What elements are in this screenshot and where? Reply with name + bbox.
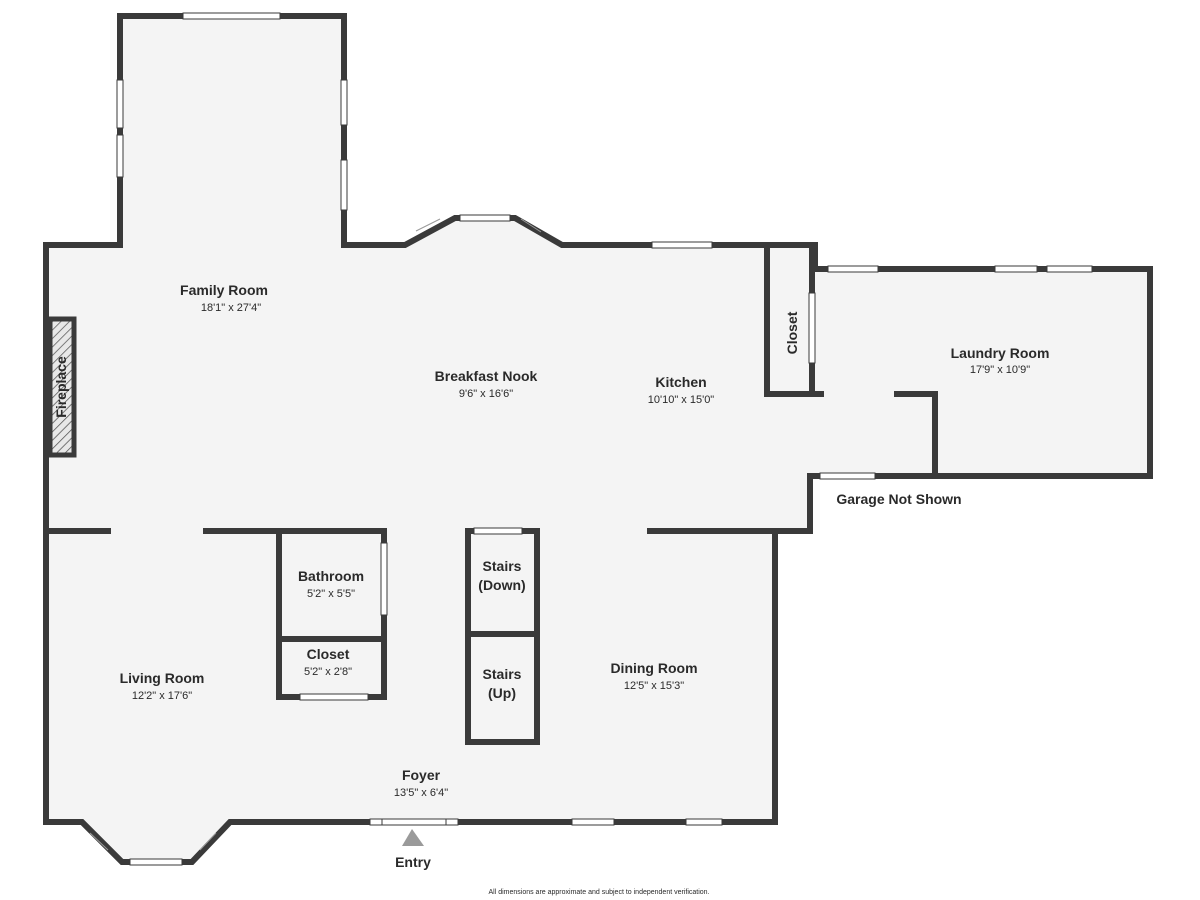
laundry-room-dim: 17'9" x 10'9"	[970, 364, 1030, 376]
living-room-dim: 12'2" x 17'6"	[132, 690, 192, 702]
living-room-name: Living Room	[120, 670, 205, 686]
disclaimer: All dimensions are approximate and subje…	[488, 889, 709, 896]
closet-kitchen-label: Closet	[784, 311, 800, 354]
stairs-up-label-2: (Up)	[488, 685, 516, 701]
garage-label: Garage Not Shown	[836, 491, 961, 507]
dining-room-name: Dining Room	[610, 660, 697, 676]
entry-arrow-icon	[402, 829, 424, 846]
family-room-dim: 18'1" x 27'4"	[201, 302, 261, 314]
fireplace-shape	[47, 316, 77, 458]
stairs-down-label-2: (Down)	[478, 577, 525, 593]
kitchen-dim: 10'10" x 15'0"	[648, 394, 715, 406]
bathroom-name: Bathroom	[298, 568, 364, 584]
room-labels: Family Room 18'1" x 27'4" Breakfast Nook…	[53, 282, 1049, 896]
closet-small-dim: 5'2" x 2'8"	[304, 666, 352, 678]
foyer-dim: 13'5" x 6'4"	[394, 787, 448, 799]
laundry-room-name: Laundry Room	[951, 345, 1050, 361]
breakfast-nook-dim: 9'6" x 16'6"	[459, 388, 513, 400]
entry-label: Entry	[395, 854, 431, 870]
foyer-name: Foyer	[402, 767, 441, 783]
family-room-name: Family Room	[180, 282, 268, 298]
stairs-down-label-1: Stairs	[483, 558, 522, 574]
bathroom-dim: 5'2" x 5'5"	[307, 588, 355, 600]
floor-area	[46, 16, 1150, 862]
dining-room-dim: 12'5" x 15'3"	[624, 680, 684, 692]
windows	[89, 12, 1093, 866]
fireplace-label: Fireplace	[53, 356, 69, 418]
kitchen-name: Kitchen	[655, 374, 706, 390]
breakfast-nook-name: Breakfast Nook	[435, 368, 538, 384]
stairs-up-label-1: Stairs	[483, 666, 522, 682]
closet-small-name: Closet	[307, 646, 350, 662]
